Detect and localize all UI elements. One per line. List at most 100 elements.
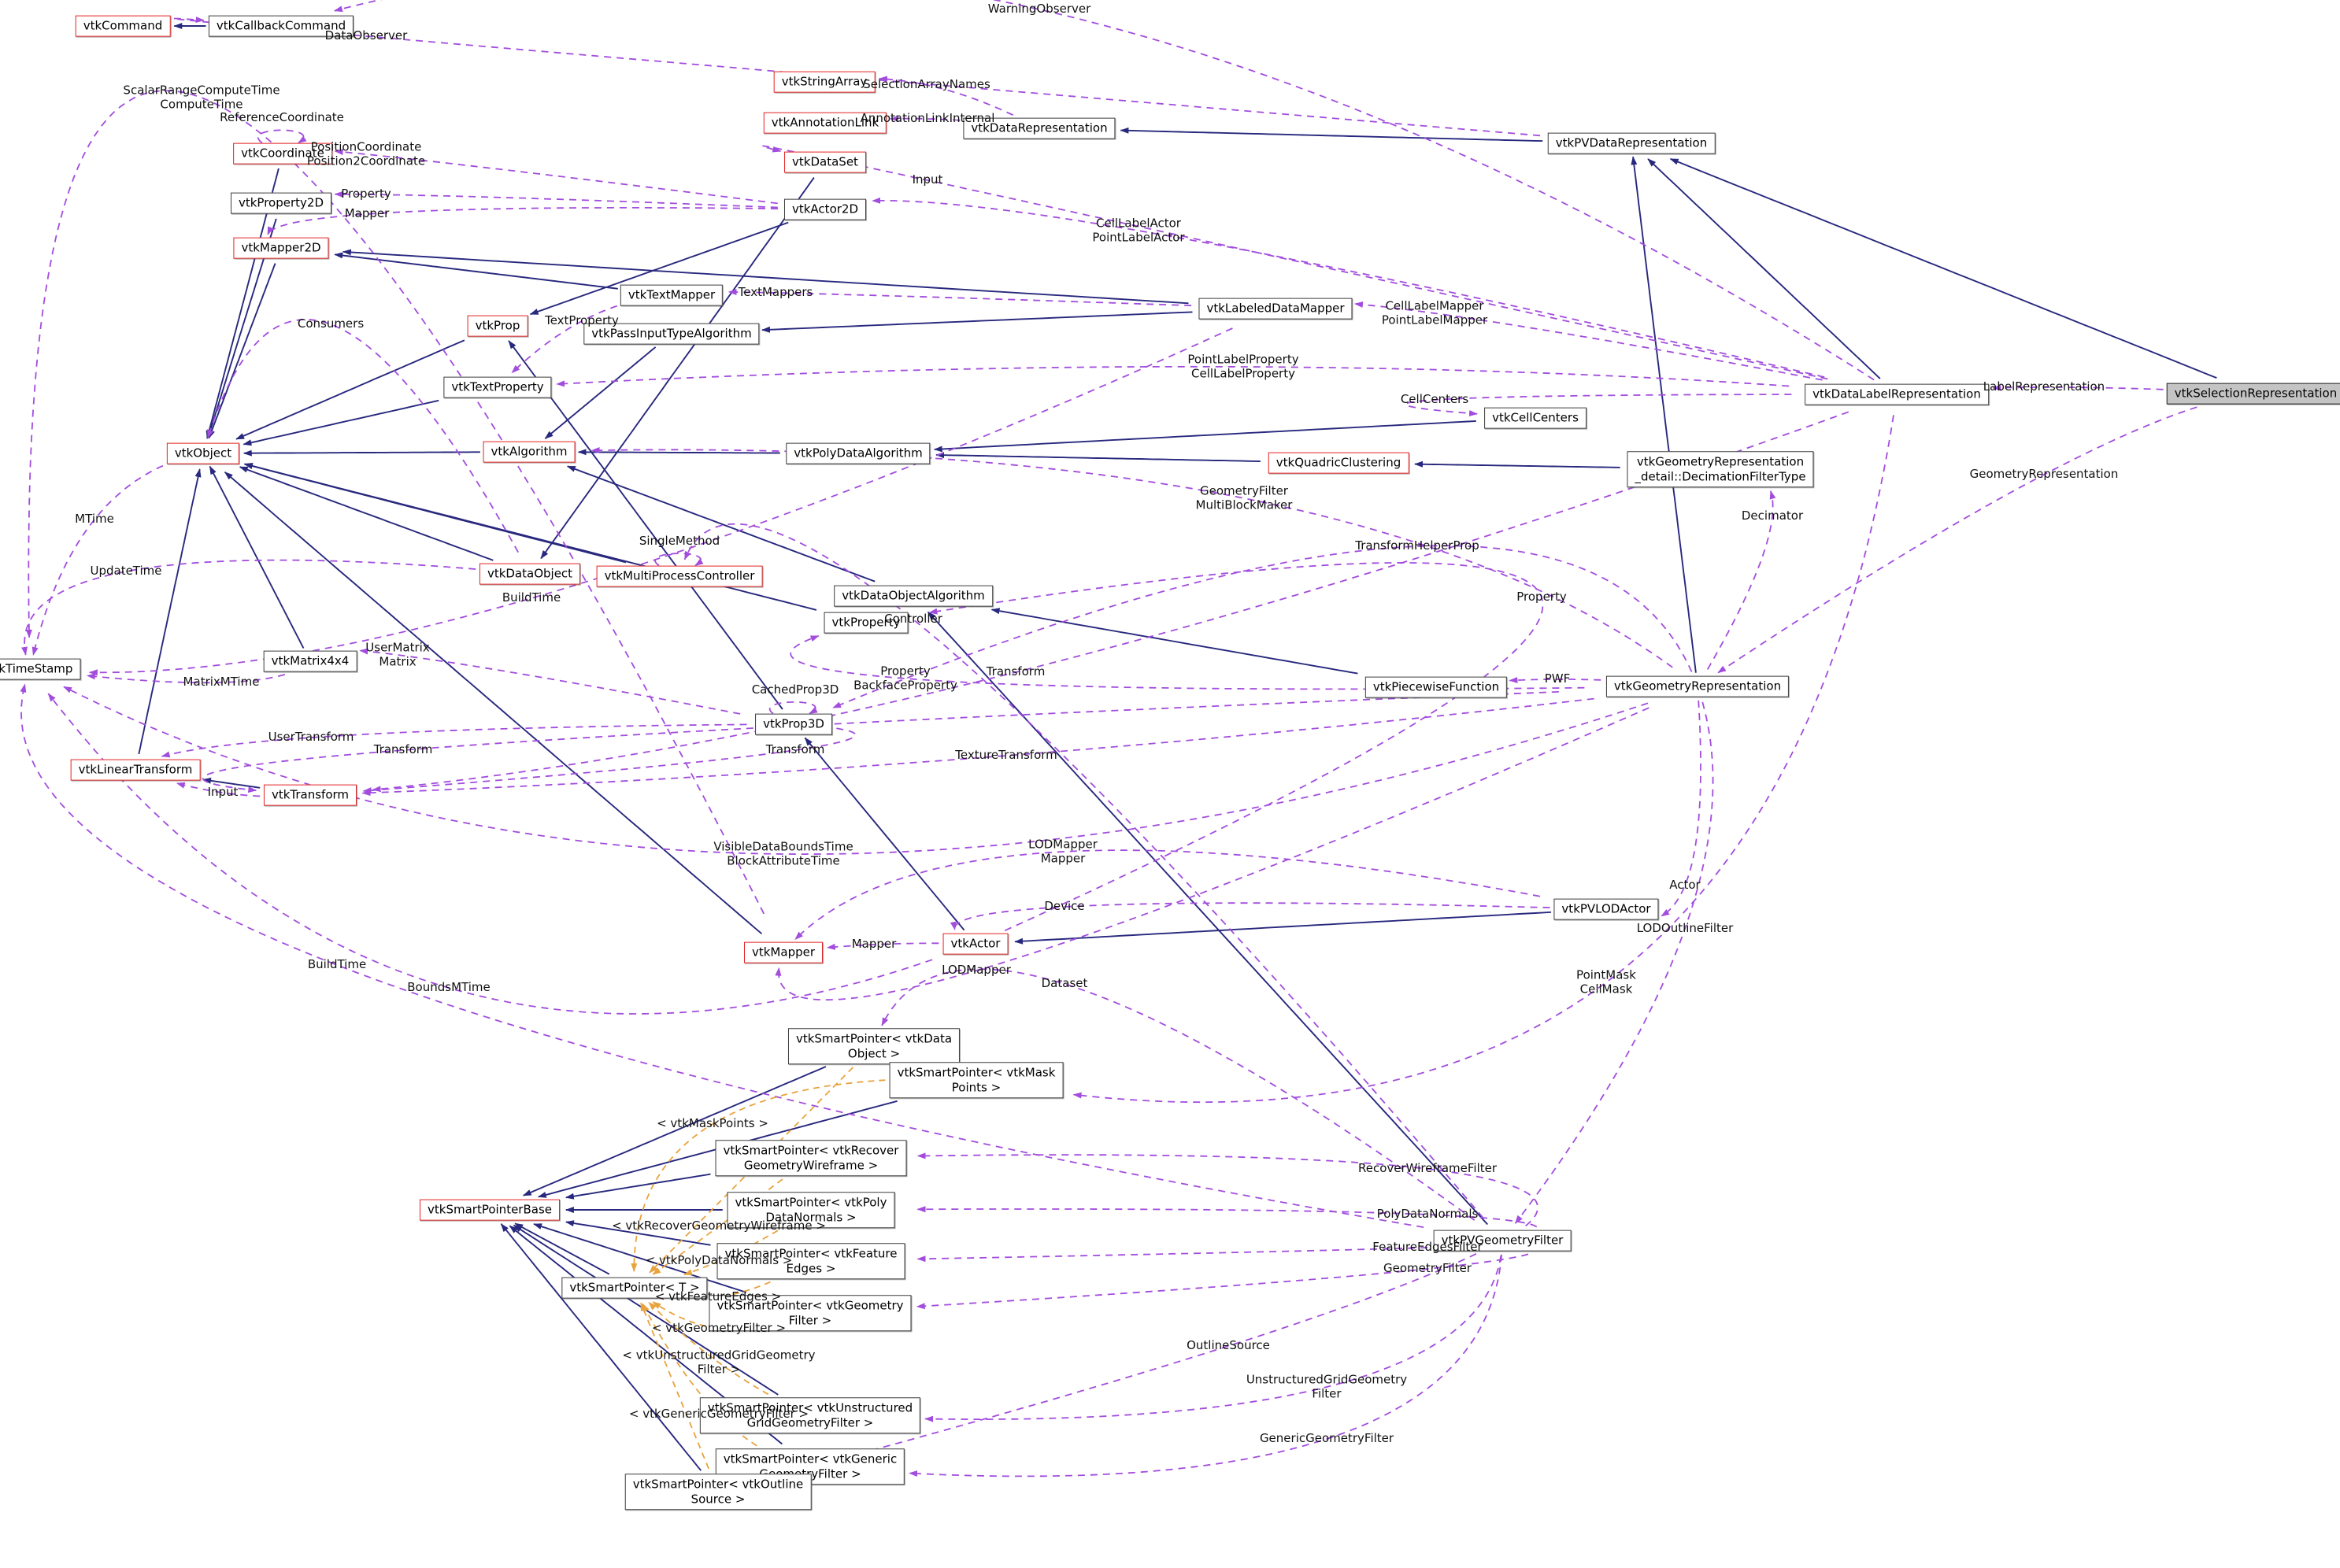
edge-actor-timestamp-68 xyxy=(47,693,933,1015)
edge-transform-lintrans-33 xyxy=(202,777,261,789)
node-sp-unstructured[interactable]: vtkSmartPointer< vtkUnstructured GridGeo… xyxy=(699,1397,921,1433)
node-timestamp[interactable]: vtkTimeStamp xyxy=(0,658,81,680)
node-sp-geomfilter[interactable]: vtkSmartPointer< vtkGeometry Filter > xyxy=(709,1295,912,1331)
edge-decimfilter-quadric-30 xyxy=(1414,460,1620,468)
node-cbc[interactable]: vtkCallbackCommand xyxy=(208,15,354,37)
edge-quadric-polyalgo-29 xyxy=(935,452,1261,463)
node-sp-generic[interactable]: vtkSmartPointer< vtkGeneric GeometryFilt… xyxy=(715,1448,905,1485)
edge-actor-mapper-85 xyxy=(826,942,939,950)
node-matrix[interactable]: vtkMatrix4x4 xyxy=(263,650,357,672)
edge-pvdatarep-datarep-1 xyxy=(1120,127,1543,142)
edge-pvlodactor-actor-87 xyxy=(950,902,1550,931)
edge-sp-outline-spt-109 xyxy=(640,1302,709,1470)
node-strarr[interactable]: vtkStringArray xyxy=(773,71,876,93)
node-mpc[interactable]: vtkMultiProcessController xyxy=(596,565,763,587)
node-sp-recover[interactable]: vtkSmartPointer< vtkRecover GeometryWire… xyxy=(715,1140,907,1176)
edge-actor-property-73 xyxy=(928,561,1544,932)
edge-dataset-dataobj-23 xyxy=(540,177,815,560)
node-polyalgo[interactable]: vtkPolyDataAlgorithm xyxy=(786,442,931,464)
node-passinput[interactable]: vtkPassInputTypeAlgorithm xyxy=(583,323,760,345)
edge-sp-dataobject-spbase-35 xyxy=(522,1066,827,1196)
node-prop[interactable]: vtkProp xyxy=(467,315,528,337)
node-cellcenters[interactable]: vtkCellCenters xyxy=(1484,407,1587,429)
node-datalabelrep[interactable]: vtkDataLabelRepresentation xyxy=(1805,383,1989,405)
edge-lintrans-object-15 xyxy=(138,468,202,755)
edge-selectionrep-datalabelrep-92 xyxy=(1992,384,2164,391)
node-datarep[interactable]: vtkDataRepresentation xyxy=(963,117,1116,139)
node-sp-outline[interactable]: vtkSmartPointer< vtkOutline Source > xyxy=(624,1474,812,1510)
edge-selectionrep-geomrep-93 xyxy=(1717,406,2197,674)
node-sp-maskpoints[interactable]: vtkSmartPointer< vtkMask Points > xyxy=(889,1062,1064,1098)
edge-property-object-14 xyxy=(243,463,817,611)
node-cmd[interactable]: vtkCommand xyxy=(75,15,171,37)
edge-prop3d-lintrans-75 xyxy=(161,723,747,758)
edge-object-timestamp-62 xyxy=(31,464,164,656)
edge-pwfunc-dataobjalgo-31 xyxy=(990,608,1358,675)
edge-sp-maskpoints-spt-101 xyxy=(631,1079,886,1273)
node-pvlodactor[interactable]: vtkPVLODActor xyxy=(1553,898,1659,920)
node-prop2d[interactable]: vtkProperty2D xyxy=(230,192,332,214)
edge-pvgeomfilter-sp-geomfilter-97 xyxy=(916,1253,1529,1310)
edge-actor-prop3d-26 xyxy=(804,737,965,931)
edge-passinput-algorithm-20 xyxy=(544,346,657,439)
node-textprop[interactable]: vtkTextProperty xyxy=(443,376,552,398)
node-sp-featureedges[interactable]: vtkSmartPointer< vtkFeature Edges > xyxy=(716,1243,905,1279)
edge-textmapper-mapper2d-17 xyxy=(334,252,618,290)
node-prop3d[interactable]: vtkProp3D xyxy=(755,713,832,735)
node-dataobj[interactable]: vtkDataObject xyxy=(479,563,581,585)
edge-pvdatarep-cbc-44 xyxy=(172,17,1541,137)
node-quadric[interactable]: vtkQuadricClustering xyxy=(1268,452,1409,474)
node-annlink[interactable]: vtkAnnotationLink xyxy=(763,112,887,134)
edge-sp-unstructured-spt-106 xyxy=(648,1301,769,1396)
node-mapper2d[interactable]: vtkMapper2D xyxy=(233,237,329,259)
node-dataobjalgo[interactable]: vtkDataObjectAlgorithm xyxy=(834,585,993,607)
node-transform[interactable]: vtkTransform xyxy=(263,784,357,806)
node-property[interactable]: vtkProperty xyxy=(824,612,909,634)
edge-geomrep-transform-79 xyxy=(202,691,1559,793)
edge-datalabelrep-dataset-48 xyxy=(760,145,1828,380)
edge-pvgeomfilter-sp-generic-100 xyxy=(909,1254,1502,1477)
edge-labeledmapper-timestamp-64 xyxy=(88,327,1233,676)
node-sp-polynormals[interactable]: vtkSmartPointer< vtkPoly DataNormals > xyxy=(727,1192,895,1228)
edge-datalabelrep-textprop-56 xyxy=(556,365,1790,387)
node-pvdatarep[interactable]: vtkPVDataRepresentation xyxy=(1547,132,1716,154)
node-actor2d[interactable]: vtkActor2D xyxy=(783,198,867,220)
edge-mapper-timestamp-66 xyxy=(25,90,765,915)
node-textmapper[interactable]: vtkTextMapper xyxy=(620,284,724,306)
node-pwfunc[interactable]: vtkPiecewiseFunction xyxy=(1364,676,1508,698)
node-mapper[interactable]: vtkMapper xyxy=(743,941,824,963)
node-spbase[interactable]: vtkSmartPointerBase xyxy=(420,1199,560,1221)
node-pvgeomfilter[interactable]: vtkPVGeometryFilter xyxy=(1433,1230,1572,1252)
edge-geomrep-pvlodactor-89 xyxy=(1661,700,1701,917)
node-spt[interactable]: vtkSmartPointer< T > xyxy=(561,1277,708,1299)
edge-mapper2d-object-7 xyxy=(208,263,276,439)
node-actor[interactable]: vtkActor xyxy=(942,933,1009,955)
edge-geomrep-property-72 xyxy=(790,634,1585,690)
edge-pvgeomfilter-sp-polynormals-95 xyxy=(916,1206,1538,1228)
node-selectionrep[interactable]: vtkSelectionRepresentation xyxy=(2166,383,2340,405)
edge-sp-featureedges-spbase-39 xyxy=(565,1220,711,1246)
edge-datalabelrep-pvdatarep-2 xyxy=(1647,158,1881,379)
edge-dataobj-object-11 xyxy=(239,466,494,561)
edge-actor2d-coord-49 xyxy=(334,149,778,205)
edge-pvgeomfilter-sp-recover-94 xyxy=(916,1152,1538,1227)
edge-datalabelrep-transform-80 xyxy=(372,411,1849,793)
edge-datalabelrep-labeledmapper-57 xyxy=(1354,301,1823,381)
node-coord[interactable]: vtkCoordinate xyxy=(233,142,332,165)
node-object[interactable]: vtkObject xyxy=(166,442,240,464)
node-dataset[interactable]: vtkDataSet xyxy=(784,151,866,173)
node-decimfilter[interactable]: vtkGeometryRepresentation _detail::Decim… xyxy=(1627,451,1814,487)
node-sp-dataobject[interactable]: vtkSmartPointer< vtkData Object > xyxy=(787,1028,961,1064)
edge-mapper-object-16 xyxy=(224,472,763,934)
node-geomrep[interactable]: vtkGeometryRepresentation xyxy=(1605,675,1790,697)
edge-prop3d-prop-25 xyxy=(508,340,783,710)
node-lintrans[interactable]: vtkLinearTransform xyxy=(70,759,201,781)
edge-pvgeomfilter-dataobjalgo-32 xyxy=(927,611,1489,1226)
node-labeledmapper[interactable]: vtkLabeledDataMapper xyxy=(1198,298,1353,320)
edge-prop-object-8 xyxy=(235,339,465,440)
edge-pvlodactor-mapper-84 xyxy=(794,849,1541,941)
edge-sp-outline-spbase-43 xyxy=(500,1223,702,1471)
edge-pvgeomfilter-sp-unstructured-99 xyxy=(924,1256,1502,1422)
node-algorithm[interactable]: vtkAlgorithm xyxy=(483,441,576,463)
